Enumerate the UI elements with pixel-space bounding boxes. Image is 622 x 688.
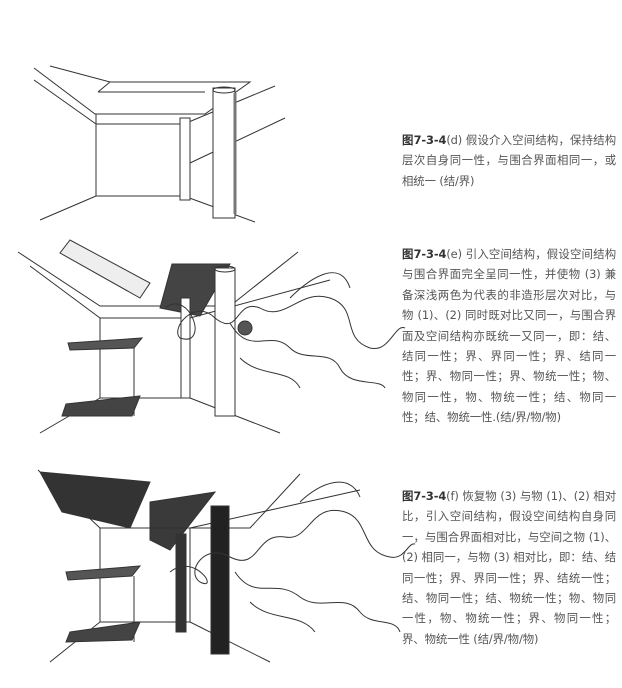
caption-d-text: (d) 假设介入空间结构，保持结构层次自身同一性，与围合界面相同一，或相统一 (… [402,133,616,188]
sketch-figure-e [0,228,420,438]
caption-e: 图7-3-4(e) 引入空间结构，假设空间结构与围合界面完全呈同一性，并使物 (… [402,244,616,428]
caption-e-id: 图7-3-4 [402,247,447,261]
caption-e-text: (e) 引入空间结构，假设空间结构与围合界面完全呈同一性，并使物 (3) 兼备深… [402,247,616,425]
sketch-f-drawing [37,469,416,663]
sketch-d-drawing [33,65,286,223]
caption-d-id: 图7-3-4 [402,133,447,147]
sketch-figure-d [0,28,420,238]
caption-d: 图7-3-4(d) 假设介入空间结构，保持结构层次自身同一性，与围合界面相同一，… [402,130,616,191]
caption-f: 图7-3-4(f) 恢复物 (3) 与物 (1)、(2) 相对比，引入空间结构，… [402,486,616,649]
sketch-e-drawing [17,239,406,434]
sketch-figure-f [0,462,420,672]
caption-f-text: (f) 恢复物 (3) 与物 (1)、(2) 相对比，引入空间结构，假设空间结构… [402,489,616,646]
caption-f-id: 图7-3-4 [402,489,447,503]
